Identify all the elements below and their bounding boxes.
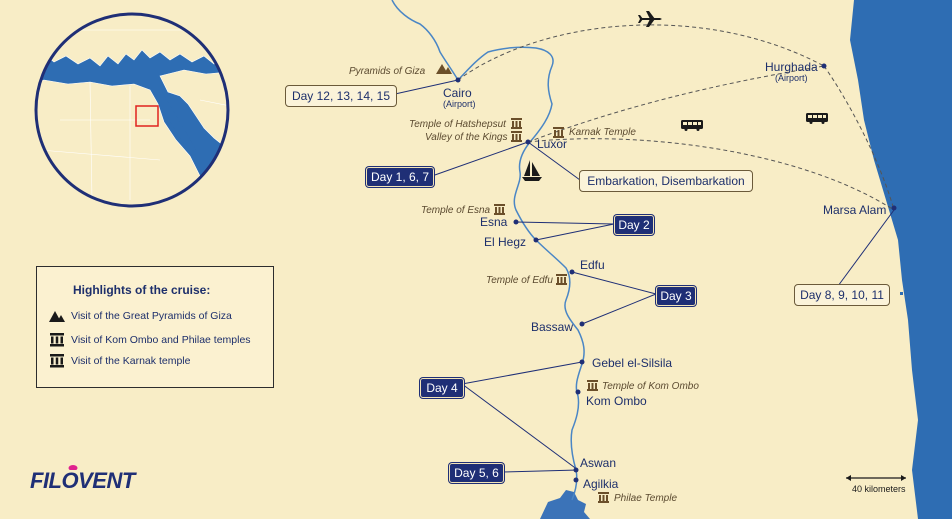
connector-lines: [394, 79, 895, 473]
temple-icon-edfu: [556, 274, 567, 285]
route-cairo-hurghada: [457, 24, 825, 81]
temple-icon-philae: [598, 492, 609, 503]
site-philae-temple: Philae Temple: [614, 493, 678, 504]
city-edfu: Edfu: [580, 258, 605, 272]
filovent-logo: FILOVENT: [30, 468, 135, 493]
island-mark: [900, 292, 903, 295]
city-agilkia: Agilkia: [583, 477, 619, 491]
scale-bar: [846, 475, 906, 481]
legend-title: Highlights of the cruise:: [73, 283, 211, 297]
egypt-highlight: [135, 105, 159, 127]
city-cairo-sub: (Airport): [443, 99, 476, 109]
city-esna: Esna: [480, 215, 508, 229]
pyramids-icon: [436, 64, 452, 74]
route-luxor-marsa: [527, 138, 895, 211]
boat-icon: [522, 160, 542, 181]
city-cairo: Cairo: [443, 86, 472, 100]
site-temple-of-esna: Temple of Esna: [421, 205, 491, 216]
city-luxor: Luxor: [537, 137, 568, 151]
site-temple-of-hatshepsut: Temple of Hatshepsut: [409, 119, 506, 130]
site-temple-of-edfu: Temple of Edfu: [486, 275, 553, 286]
bus-icon: [681, 120, 703, 131]
bus-icon: [806, 113, 828, 124]
site-karnak-temple: Karnak Temple: [569, 127, 636, 138]
city-dots: [455, 63, 897, 483]
city-kom-ombo: Kom Ombo: [586, 394, 647, 408]
temple-icon-kom-ombo: [587, 380, 598, 391]
pyramids-icon: [49, 311, 65, 322]
scale-label: 40 kilometers: [852, 484, 906, 494]
legend-item-pyramids: Visit of the Great Pyramids of Giza: [71, 310, 232, 322]
site-temple-of-kom-ombo: Temple of Kom Ombo: [602, 381, 699, 392]
red-sea: [850, 0, 952, 519]
lake-nasser: [540, 490, 590, 519]
route-luxor-hurghada: [527, 65, 825, 143]
temple-icon-karnak: [553, 127, 564, 138]
day-box-3: Day 3: [656, 286, 696, 306]
temple-icon: [50, 333, 64, 347]
legend-item-kom-ombo-philae: Visit of Kom Ombo and Philae temples: [71, 334, 251, 346]
site-valley-of-the-kings: Valley of the Kings: [425, 132, 508, 143]
inset-globe: [34, 12, 230, 208]
route-hurghada-marsa: [823, 65, 895, 211]
airplane-icon: [638, 11, 662, 27]
city-marsa-alam: Marsa Alam: [823, 203, 887, 217]
day-box-12-15: Day 12, 13, 14, 15: [285, 85, 397, 107]
city-el-hegz: El Hegz: [484, 235, 527, 249]
city-aswan: Aswan: [580, 456, 617, 470]
city-hurghada-sub: (Airport): [775, 73, 808, 83]
legend-item-karnak: Visit of the Karnak temple: [71, 355, 191, 367]
site-pyramids-of-giza: Pyramids of Giza: [349, 66, 426, 77]
logo-accent-icon: [68, 465, 78, 470]
temple-icon-esna: [494, 204, 505, 215]
legend-box: Highlights of the cruise: Visit of the G…: [36, 266, 274, 388]
temple-icon: [50, 354, 64, 368]
day-box-4: Day 4: [420, 378, 464, 398]
city-hurghada: Hurghada: [765, 60, 818, 74]
temple-icon-hatshepsut: [511, 118, 522, 129]
temple-icon-valley: [511, 131, 522, 142]
city-gebel-el-silsila: Gebel el-Silsila: [592, 356, 673, 370]
day-box-1-6-7: Day 1, 6, 7: [366, 167, 434, 187]
transfer-routes: [457, 24, 895, 211]
day-box-5-6: Day 5, 6: [449, 463, 504, 483]
day-box-8-11: Day 8, 9, 10, 11: [794, 284, 890, 306]
day-box-embarkation: Embarkation, Disembarkation: [579, 170, 753, 192]
day-box-2: Day 2: [614, 215, 654, 235]
city-bassaw: Bassaw: [531, 320, 574, 334]
